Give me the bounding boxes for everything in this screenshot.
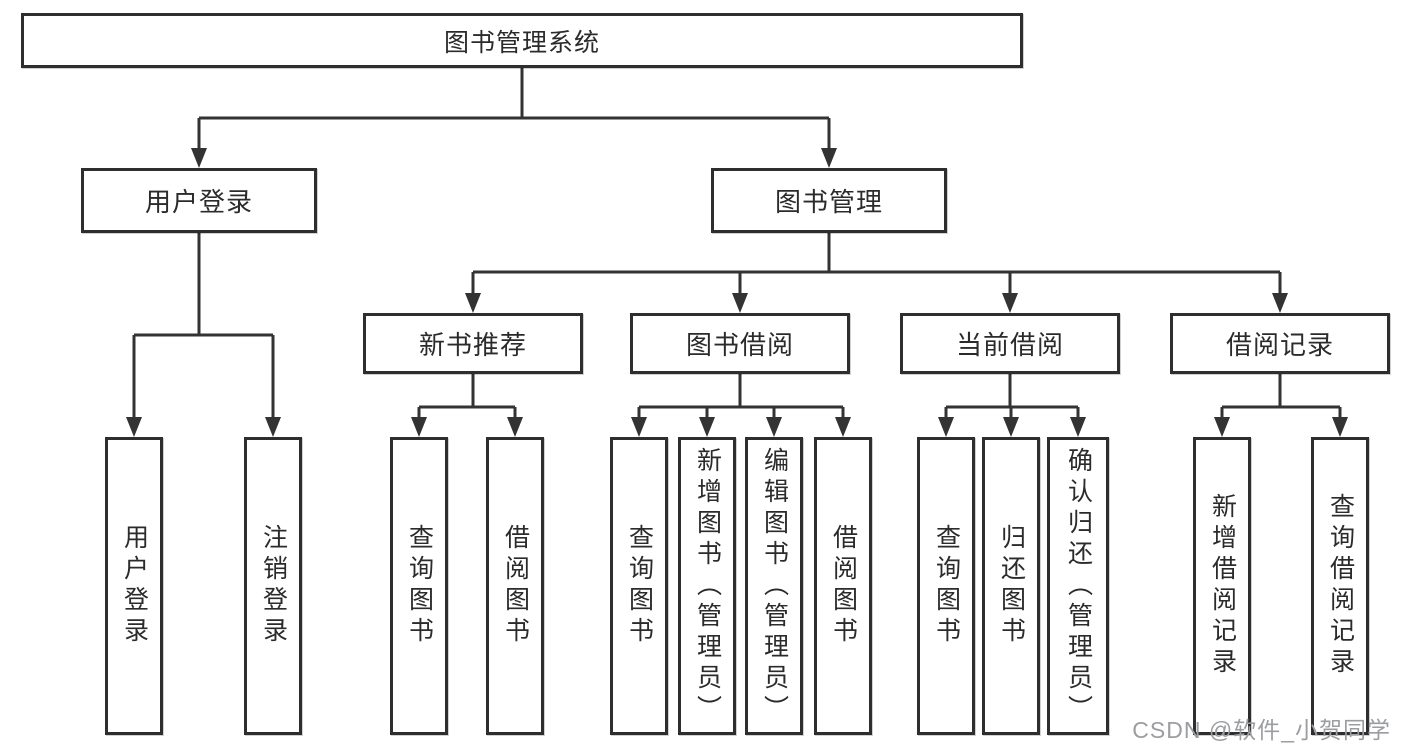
- leaf-cb-confirm-return: 确认归还（管理员）: [1047, 437, 1109, 735]
- node-library-system: 图书管理系统: [21, 13, 1023, 68]
- leaf-br-add-record: 新增借阅记录: [1193, 437, 1251, 735]
- arrow-user-login: [191, 148, 207, 168]
- wire-root: [197, 68, 831, 151]
- leaf-br-add-record-label: 新增借阅记录: [1208, 493, 1237, 679]
- node-borrow-records: 借阅记录: [1170, 313, 1390, 374]
- node-book-borrow-label: 图书借阅: [685, 330, 794, 360]
- arrow-bb-borrow: [835, 417, 851, 437]
- arrow-borrow-records: [1272, 293, 1288, 313]
- leaf-nb-query-books-label: 查询图书: [405, 524, 434, 648]
- leaf-bb-add-books-label: 新增图书（管理员）: [693, 446, 722, 726]
- wire-books: [471, 233, 1282, 296]
- node-current-borrow-label: 当前借阅: [955, 330, 1064, 360]
- node-user-login: 用户登录: [81, 168, 317, 233]
- leaf-cb-return-books: 归还图书: [982, 437, 1040, 735]
- leaf-nb-borrow-books-label: 借阅图书: [501, 524, 530, 648]
- arrow-new-book: [465, 293, 481, 313]
- arrow-current-borrow: [1002, 293, 1018, 313]
- leaf-bb-edit-books: 编辑图书（管理员）: [745, 437, 803, 735]
- arrow-bb-edit: [766, 417, 782, 437]
- csdn-watermark: CSDN @软件_小贺同学: [1132, 717, 1391, 743]
- arrow-cb-query: [938, 417, 954, 437]
- node-book-borrow: 图书借阅: [630, 313, 850, 374]
- leaf-bb-query-books: 查询图书: [610, 437, 668, 735]
- arrow-bb-query: [631, 417, 647, 437]
- wire-records: [1220, 374, 1342, 420]
- arrow-nb-query: [411, 417, 427, 437]
- leaf-bb-query-books-label: 查询图书: [625, 524, 654, 648]
- leaf-cb-query-books: 查询图书: [917, 437, 975, 735]
- arrowheads: [126, 148, 1348, 437]
- leaf-bb-add-books: 新增图书（管理员）: [678, 437, 736, 735]
- node-new-book-rec-label: 新书推荐: [418, 330, 527, 360]
- leaf-cb-query-books-label: 查询图书: [932, 524, 961, 648]
- node-user-login-label: 用户登录: [144, 187, 253, 217]
- leaf-logout: 注销登录: [244, 437, 302, 735]
- arrow-book-borrow: [732, 293, 748, 313]
- wire-user: [132, 233, 275, 420]
- connector-segments: [132, 68, 1342, 420]
- leaf-nb-query-books: 查询图书: [390, 437, 448, 735]
- wire-current: [944, 374, 1080, 420]
- leaf-br-query-record-label: 查询借阅记录: [1326, 493, 1355, 679]
- leaf-nb-borrow-books: 借阅图书: [486, 437, 544, 735]
- arrow-book-mgmt: [821, 148, 837, 168]
- arrow-leaf-login: [126, 417, 142, 437]
- node-borrow-records-label: 借阅记录: [1225, 330, 1334, 360]
- leaf-cb-confirm-return-label: 确认归还（管理员）: [1064, 446, 1093, 726]
- node-new-book-rec: 新书推荐: [363, 313, 583, 374]
- arrow-nb-borrow: [507, 417, 523, 437]
- wire-borrow: [637, 374, 845, 420]
- leaf-bb-borrow-books-label: 借阅图书: [829, 524, 858, 648]
- leaf-logout-label: 注销登录: [259, 524, 288, 648]
- node-book-mgmt: 图书管理: [711, 168, 947, 233]
- leaf-cb-return-books-label: 归还图书: [997, 524, 1026, 648]
- arrow-br-add: [1214, 417, 1230, 437]
- node-book-mgmt-label: 图书管理: [774, 187, 883, 217]
- arrow-cb-return: [1003, 417, 1019, 437]
- arrow-br-query: [1332, 417, 1348, 437]
- leaf-br-query-record: 查询借阅记录: [1311, 437, 1369, 735]
- arrow-leaf-logout: [265, 417, 281, 437]
- leaf-bb-borrow-books: 借阅图书: [814, 437, 872, 735]
- leaf-user-login-label: 用户登录: [120, 524, 149, 648]
- arrow-cb-confirm: [1070, 417, 1086, 437]
- wire-newbook: [417, 374, 517, 420]
- leaf-user-login: 用户登录: [105, 437, 163, 735]
- arrow-bb-add: [699, 417, 715, 437]
- node-current-borrow: 当前借阅: [900, 313, 1120, 374]
- node-library-system-label: 图书管理系统: [443, 28, 600, 57]
- leaf-bb-edit-books-label: 编辑图书（管理员）: [760, 446, 789, 726]
